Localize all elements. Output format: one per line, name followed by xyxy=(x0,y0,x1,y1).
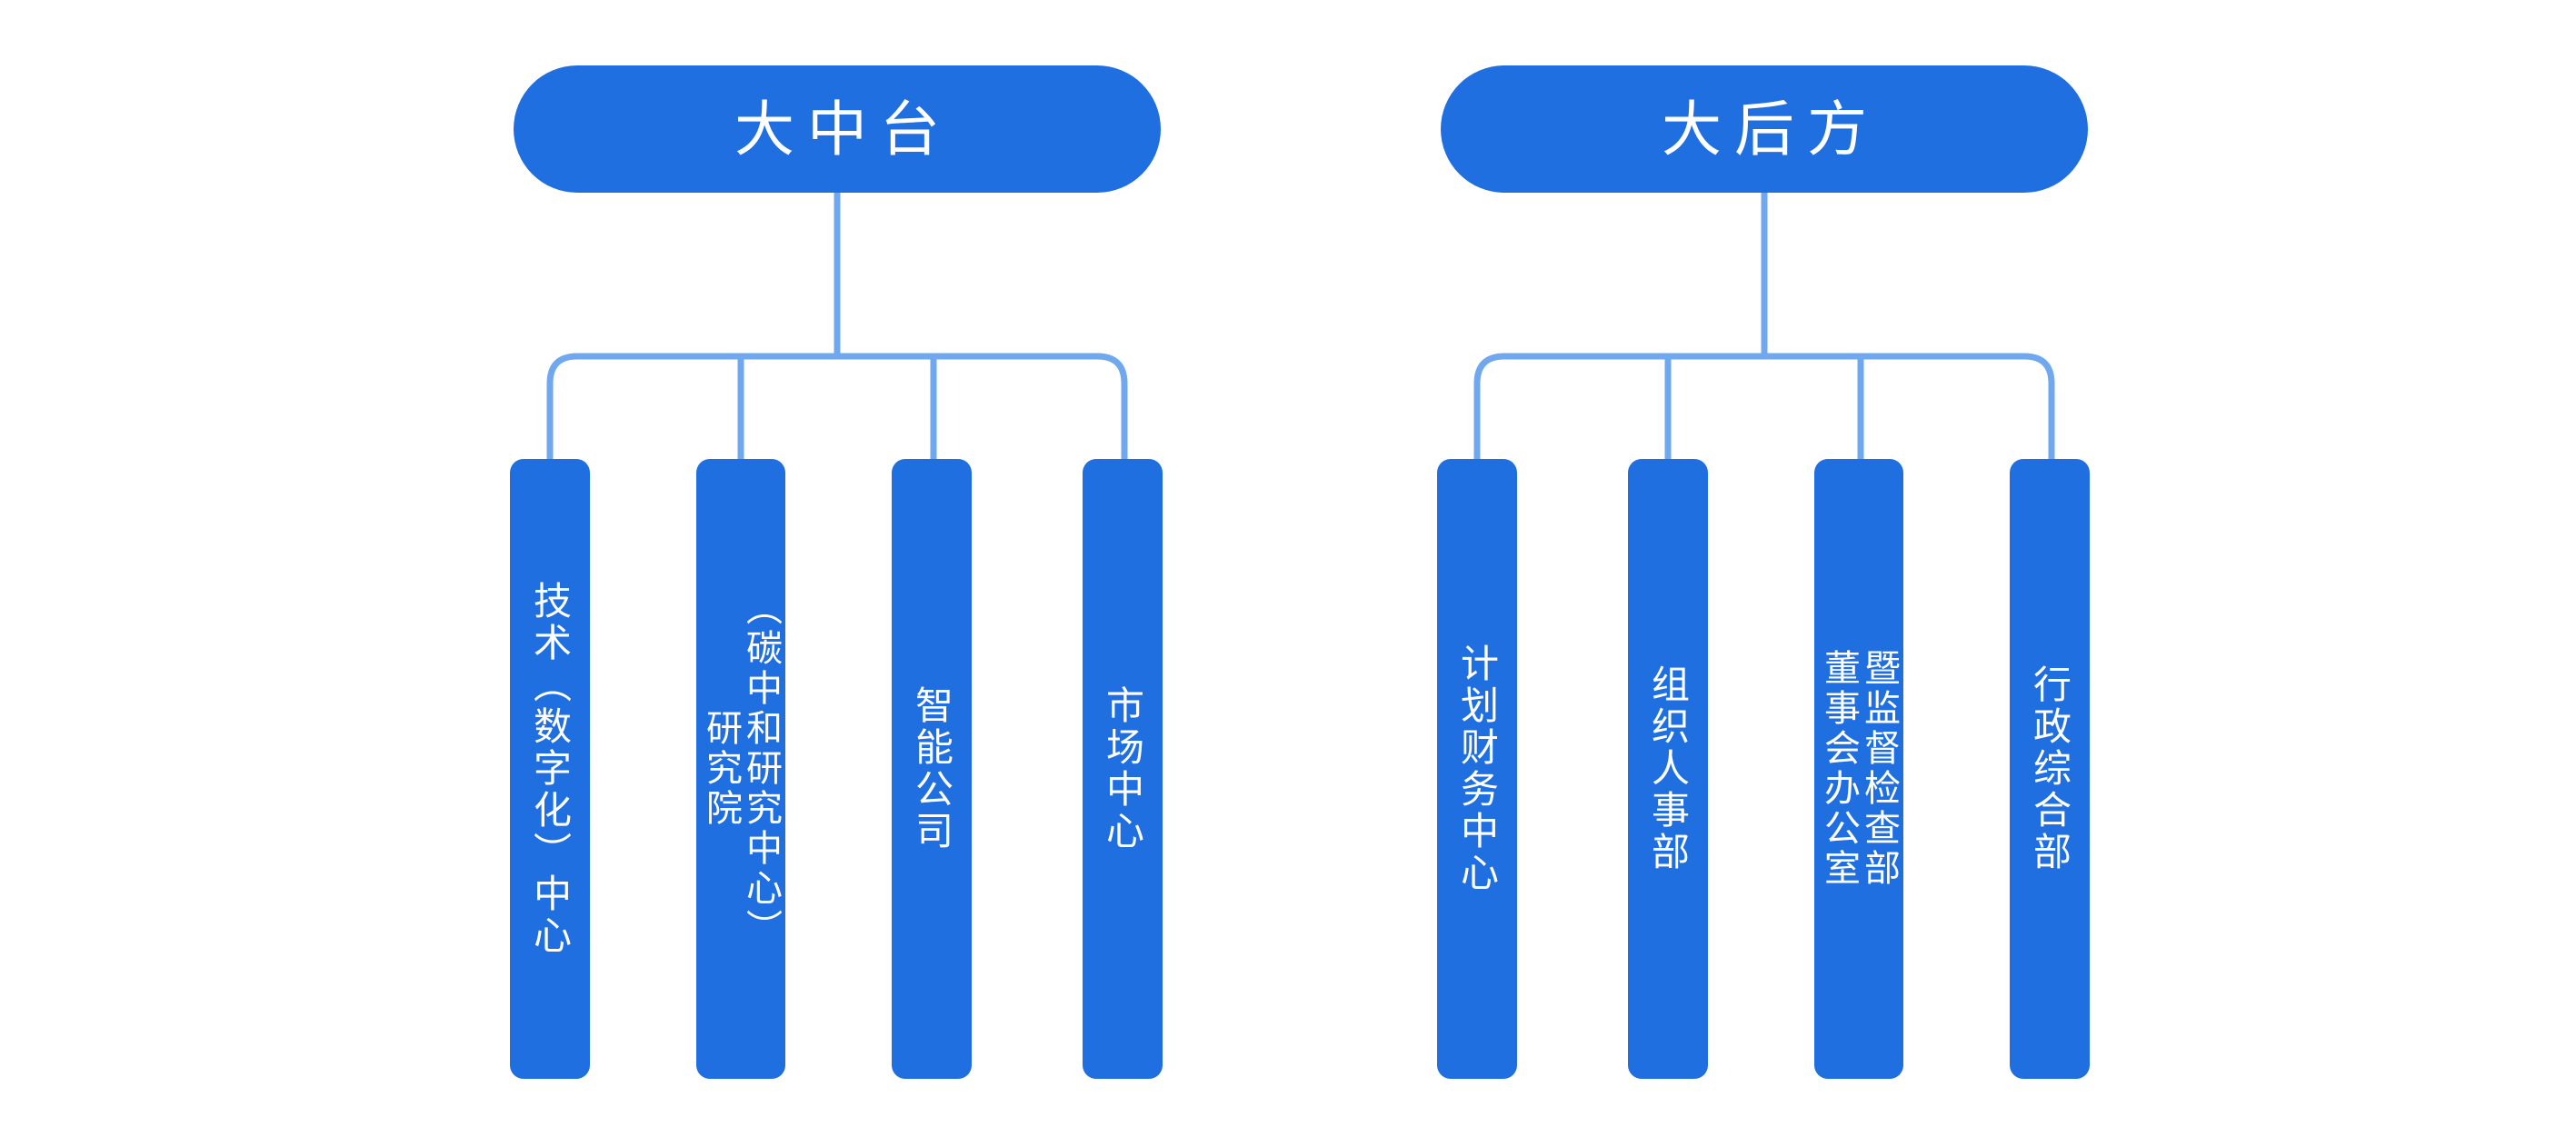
org-group-da-zhong-tai: 大中台 技术（数字化）中心 （碳中和研究中心） 研究院 智能公司 xyxy=(454,65,1218,1079)
node-label-column: 计划财务中心 xyxy=(1455,643,1499,894)
node-label-column: 研究院 xyxy=(701,709,741,829)
child-slot: 暨监督检查部 董事会办公室 xyxy=(1763,459,1954,1079)
node-dongshihui-bangongshi[interactable]: 暨监督检查部 董事会办公室 xyxy=(1814,459,1903,1079)
group-header-label: 大后方 xyxy=(1662,95,1880,163)
child-slot: （碳中和研究中心） 研究院 xyxy=(645,459,836,1079)
child-slot: 组织人事部 xyxy=(1573,459,1763,1079)
node-label-column: 智能公司 xyxy=(910,685,954,853)
node-label-column: 技术（数字化）中心 xyxy=(528,581,572,957)
node-jishu-shuzihua-zhongxin[interactable]: 技术（数字化）中心 xyxy=(510,459,590,1079)
node-zhineng-gongsi[interactable]: 智能公司 xyxy=(892,459,972,1079)
org-group-da-hou-fang: 大后方 计划财务中心 组织人事部 暨监督检查部 董事会办公室 xyxy=(1291,0,2576,1147)
node-xingzheng-zonghe-bu[interactable]: 行政综合部 xyxy=(2010,459,2090,1079)
group-header-label: 大中台 xyxy=(734,95,953,163)
child-slot: 行政综合部 xyxy=(1954,459,2145,1079)
node-shichang-zhongxin[interactable]: 市场中心 xyxy=(1083,459,1163,1079)
children-row-da-hou-fang: 计划财务中心 组织人事部 暨监督检查部 董事会办公室 行政综合部 xyxy=(1382,459,2145,1079)
node-label-column: 市场中心 xyxy=(1101,685,1144,853)
child-slot: 智能公司 xyxy=(836,459,1027,1079)
child-slot: 技术（数字化）中心 xyxy=(454,459,645,1079)
child-slot: 市场中心 xyxy=(1027,459,1218,1079)
node-label-column: 行政综合部 xyxy=(2028,664,2072,873)
node-zuzhi-renshi-bu[interactable]: 组织人事部 xyxy=(1628,459,1708,1079)
node-yanjiuyuan-tanzhonghe[interactable]: （碳中和研究中心） 研究院 xyxy=(696,459,785,1079)
node-label-column: 组织人事部 xyxy=(1646,664,1690,873)
node-jihua-caiwu-zhongxin[interactable]: 计划财务中心 xyxy=(1437,459,1517,1079)
node-label-column: 董事会办公室 xyxy=(1819,649,1859,889)
node-label-column: （碳中和研究中心） xyxy=(741,589,781,949)
group-header-da-zhong-tai[interactable]: 大中台 xyxy=(514,65,1161,193)
children-row-da-zhong-tai: 技术（数字化）中心 （碳中和研究中心） 研究院 智能公司 市场中心 xyxy=(454,459,1218,1079)
group-header-da-hou-fang[interactable]: 大后方 xyxy=(1441,65,2088,193)
child-slot: 计划财务中心 xyxy=(1382,459,1573,1079)
node-label-column: 暨监督检查部 xyxy=(1859,649,1899,889)
